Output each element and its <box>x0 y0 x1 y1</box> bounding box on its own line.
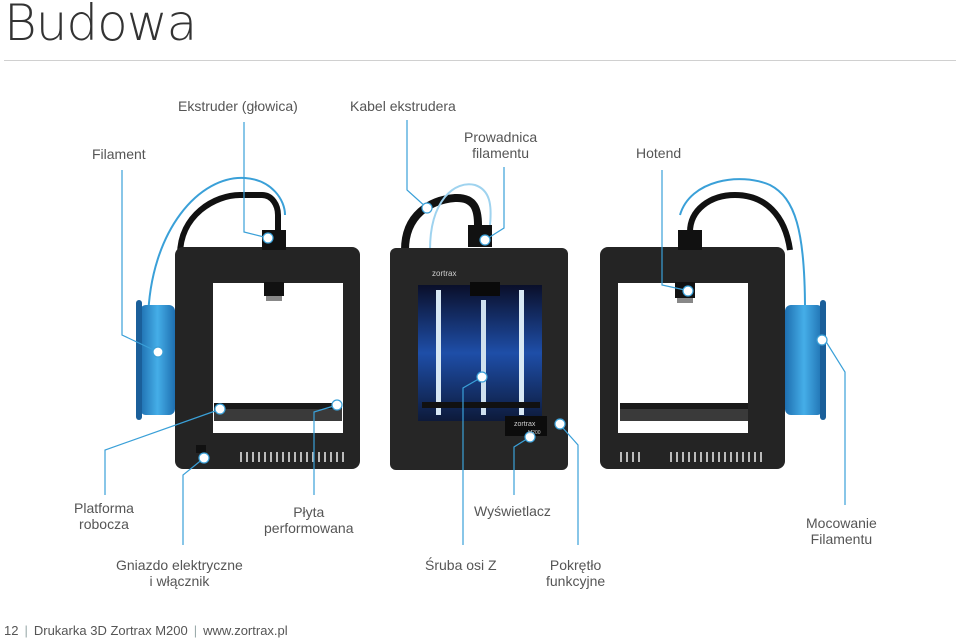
footer-separator: | <box>24 623 28 638</box>
printer-left <box>136 176 360 469</box>
display-brand-text: zortrax <box>514 421 536 428</box>
front-brand-text: zortrax <box>432 269 456 278</box>
footer-website: www.zortrax.pl <box>203 623 288 638</box>
callout-lines <box>104 120 846 545</box>
page-title: Budowa <box>4 0 197 52</box>
footer-separator: | <box>193 623 198 638</box>
label-extruder-cable: Kabel ekstrudera <box>350 98 456 114</box>
label-display: Wyświetlacz <box>474 503 551 519</box>
page-footer: 12 | Drukarka 3D Zortrax M200 | www.zortrax.… <box>4 623 288 638</box>
printer-right <box>600 178 826 469</box>
callout-dots <box>152 202 828 464</box>
page-number: 12 <box>4 623 19 638</box>
label-filament: Filament <box>92 146 146 162</box>
display-model-text: M200 <box>528 430 541 436</box>
footer-doc-title: Drukarka 3D Zortrax M200 <box>33 623 188 638</box>
label-hotend: Hotend <box>636 145 682 161</box>
label-z-screw: Śruba osi Z <box>425 557 497 573</box>
title-divider <box>4 60 956 61</box>
label-extruder: Ekstruder (głowica) <box>178 98 298 114</box>
printer-center <box>390 183 568 470</box>
